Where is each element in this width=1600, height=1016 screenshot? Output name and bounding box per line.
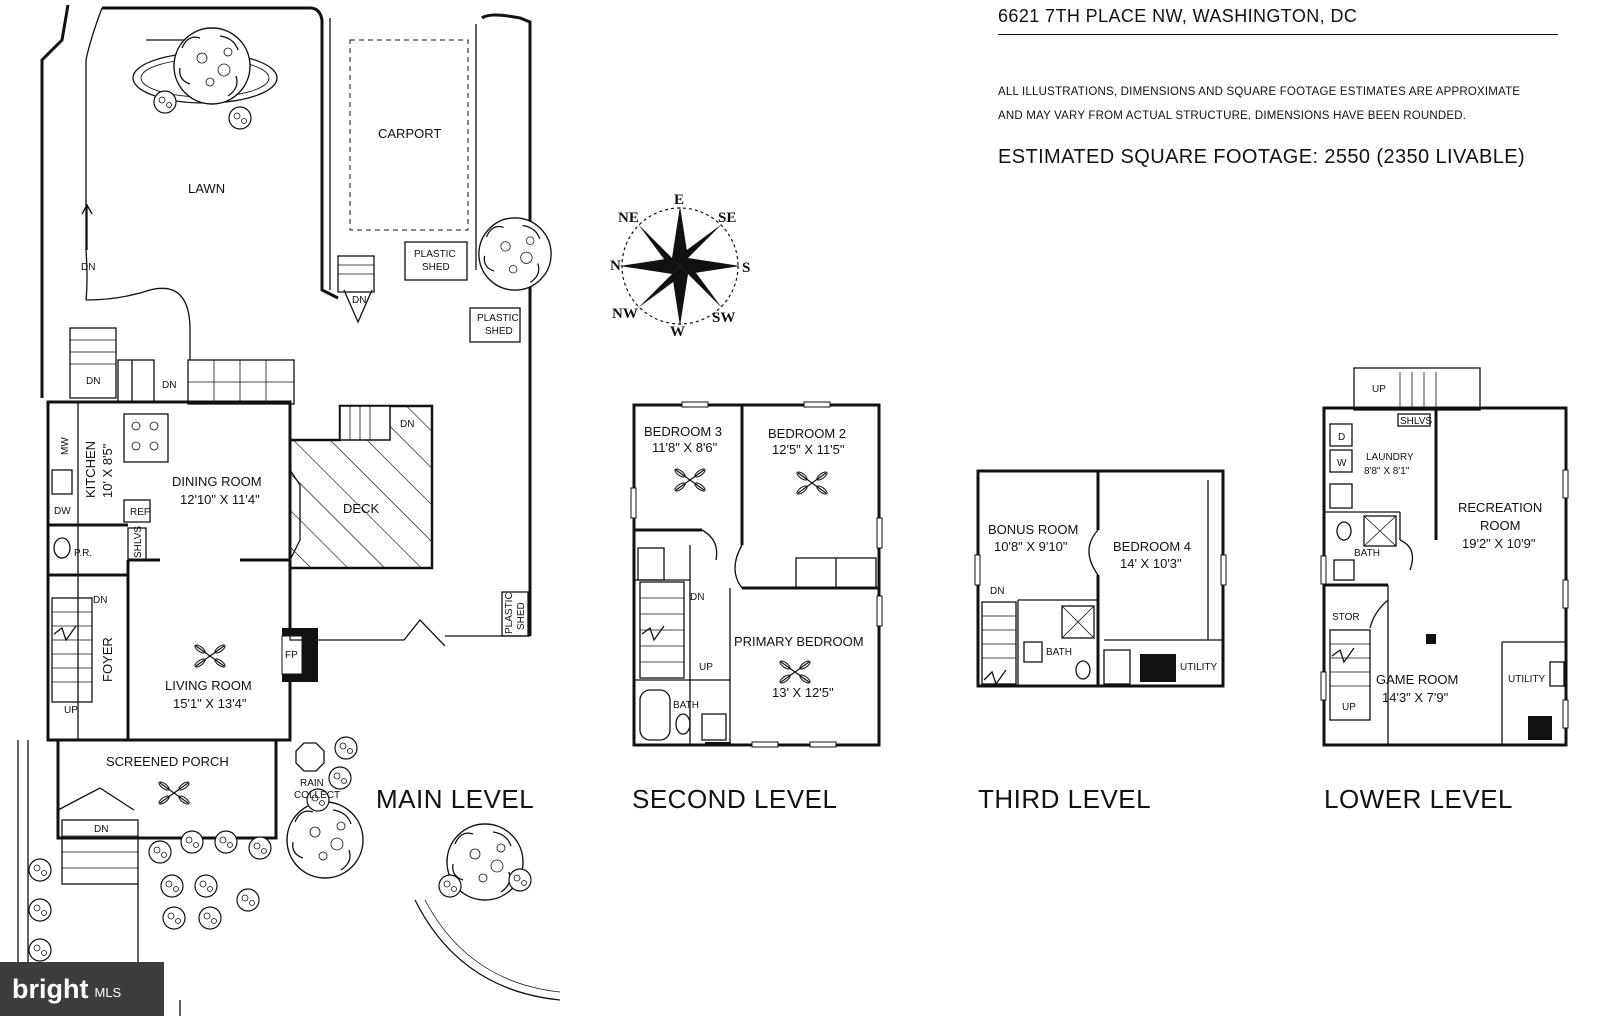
lower-level-title: LOWER LEVEL: [1324, 784, 1513, 814]
compass-n: N: [610, 258, 621, 274]
estimated-square-footage: ESTIMATED SQUARE FOOTAGE: 2550 (2350 LIV…: [998, 146, 1526, 168]
kitchen-label: KITCHEN: [83, 441, 98, 498]
living-room-label: LIVING ROOM: [165, 678, 252, 693]
bedroom2-dims: 12'5" X 11'5": [772, 442, 845, 457]
stor-label: STOR: [1332, 612, 1360, 623]
recreation-label: RECREATION: [1458, 500, 1542, 515]
third-level-title: THIRD LEVEL: [978, 784, 1151, 814]
primary-bedroom-label: PRIMARY BEDROOM: [734, 634, 864, 649]
dining-room-dims: 12'10" X 11'4": [180, 492, 260, 507]
foyer-label: FOYER: [100, 637, 115, 682]
compass-rose-icon: [620, 206, 740, 326]
recreation-dims: 19'2" X 10'9": [1462, 536, 1536, 551]
game-room-label: GAME ROOM: [1376, 672, 1458, 687]
compass-e: E: [674, 192, 684, 208]
ref-label: REF: [130, 507, 150, 518]
compass-se: SE: [718, 210, 736, 226]
bright-logo-text: bright: [12, 973, 89, 1004]
bedroom3-dims: 11'8" X 8'6": [652, 440, 718, 455]
foyer-up-label: UP: [64, 705, 78, 716]
dining-room-label: DINING ROOM: [172, 474, 262, 489]
second-level-title: SECOND LEVEL: [632, 784, 837, 814]
second-level-plan: [630, 401, 883, 748]
collect-label: COLLECT: [294, 790, 340, 801]
address-underline: [998, 34, 1558, 35]
compass-nw: NW: [612, 306, 638, 322]
property-address: 6621 7TH PLACE NW, WASHINGTON, DC: [998, 6, 1358, 26]
lower-utility-label: UTILITY: [1508, 674, 1546, 685]
shed1-plastic-label: PLASTIC: [414, 249, 456, 260]
third-utility-label: UTILITY: [1180, 662, 1218, 673]
shed3-shed-label: SHED: [516, 602, 527, 630]
bedroom2-label: BEDROOM 2: [768, 426, 846, 441]
dw-label: DW: [54, 506, 71, 517]
bright-mls-logo: bright MLS: [0, 962, 164, 1016]
shed2-plastic-label: PLASTIC: [477, 313, 519, 324]
main-level-plan: [17, 4, 561, 1016]
bedroom3-label: BEDROOM 3: [644, 424, 722, 439]
primary-bedroom-dims: 13' X 12'5": [772, 685, 834, 700]
lower-level-plan: [1320, 367, 1569, 747]
bedroom4-dims: 14' X 10'3": [1120, 556, 1182, 571]
screened-porch-label: SCREENED PORCH: [106, 754, 229, 769]
compass-s: S: [742, 260, 750, 276]
third-level-plan: [974, 469, 1227, 688]
foyer-dn-label: DN: [93, 595, 107, 606]
laundry-dims: 8'8" X 8'1": [1364, 466, 1410, 477]
steps-dn-label: DN: [352, 295, 366, 306]
lower-shlvs-label: SHLVS: [1400, 416, 1432, 427]
shed2-shed-label: SHED: [485, 326, 513, 337]
lawn-label: LAWN: [188, 181, 225, 196]
lower-bath-label: BATH: [1354, 548, 1380, 559]
third-bath-label: BATH: [1046, 647, 1072, 658]
laundry-label: LAUNDRY: [1366, 452, 1414, 463]
lawn-dn-label: DN: [81, 262, 95, 273]
compass-ne: NE: [618, 210, 639, 226]
rain-label: RAIN: [300, 778, 324, 789]
game-room-dims: 14'3" X 7'9": [1382, 690, 1449, 705]
mls-logo-text: MLS: [94, 984, 122, 1000]
kitchen-stairs-dn-label: DN: [162, 380, 176, 391]
carport-label: CARPORT: [378, 126, 441, 141]
kitchen-dims: 10' X 8'5": [100, 443, 115, 498]
back-stairs-dn-label: DN: [86, 376, 100, 387]
mw-label: MW: [60, 437, 71, 455]
lower-up-stairs-label: UP: [1342, 702, 1356, 713]
recreation-room-label: ROOM: [1480, 518, 1520, 533]
third-dn-label: DN: [990, 586, 1004, 597]
second-up-label: UP: [699, 662, 713, 673]
shlvs-label: SHLVS: [133, 526, 144, 558]
shed1-shed-label: SHED: [422, 262, 450, 273]
disclaimer-line-2: AND MAY VARY FROM ACTUAL STRUCTURE. DIME…: [998, 110, 1467, 122]
compass-sw: SW: [712, 310, 735, 326]
fp-label: FP: [285, 650, 298, 661]
lower-up-top-label: UP: [1372, 384, 1386, 395]
bedroom4-label: BEDROOM 4: [1113, 539, 1191, 554]
bonus-room-label: BONUS ROOM: [988, 522, 1078, 537]
shed3-plastic-label: PLASTIC: [504, 592, 515, 634]
disclaimer-line-1: ALL ILLUSTRATIONS, DIMENSIONS AND SQUARE…: [998, 86, 1521, 98]
second-dn-label: DN: [690, 592, 704, 603]
bonus-room-dims: 10'8" X 9'10": [994, 539, 1068, 554]
porch-dn-label: DN: [94, 824, 108, 835]
disclaimer: ALL ILLUSTRATIONS, DIMENSIONS AND SQUARE…: [998, 80, 1598, 128]
deck-label: DECK: [343, 501, 379, 516]
laundry-d-label: D: [1338, 432, 1345, 443]
second-bath-label: BATH: [673, 700, 699, 711]
pr-label: P.R.: [74, 548, 92, 559]
laundry-w-label: W: [1337, 458, 1347, 469]
main-level-title: MAIN LEVEL: [376, 784, 534, 814]
living-room-dims: 15'1" X 13'4": [173, 696, 247, 711]
deck-stairs-dn-label: DN: [400, 419, 414, 430]
compass-w: W: [670, 324, 685, 340]
